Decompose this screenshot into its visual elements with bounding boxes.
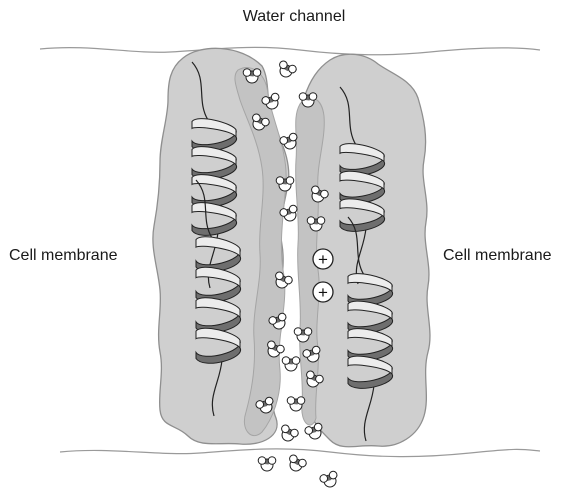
membrane-top-boundary	[40, 47, 540, 54]
water-molecule-icon	[258, 457, 276, 471]
water-molecule-icon	[319, 470, 340, 488]
membrane-bottom-boundary	[60, 449, 540, 457]
water-molecule-icon	[275, 60, 297, 80]
positive-ion-icon: +	[313, 282, 333, 302]
diagram-title-label: Water channel	[0, 8, 588, 26]
water-molecule-icon	[277, 424, 299, 444]
positive-ion-icon: +	[313, 249, 333, 269]
right-membrane-label: Cell membrane	[443, 247, 551, 265]
ion-charge-label: +	[318, 250, 328, 269]
water-molecule-icon	[282, 357, 300, 371]
water-molecule-icon	[285, 454, 307, 474]
ion-charge-label: +	[318, 283, 328, 302]
left-membrane-label: Cell membrane	[9, 247, 117, 265]
